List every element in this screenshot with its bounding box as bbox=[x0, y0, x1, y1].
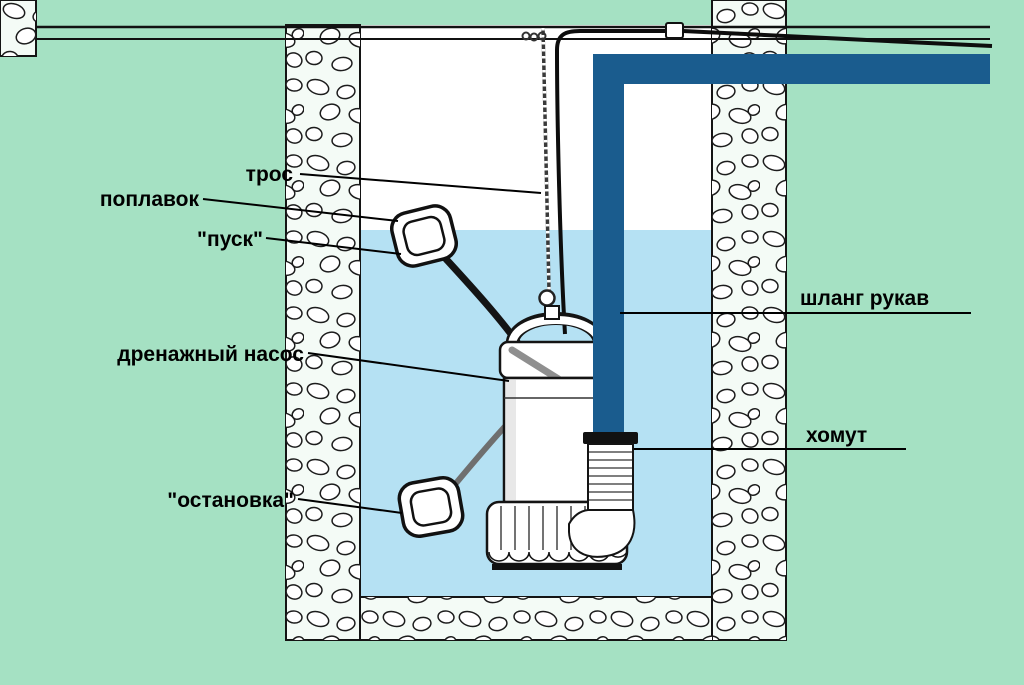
leader-tros bbox=[299, 173, 542, 194]
power-cable bbox=[554, 29, 667, 335]
label-clamp: хомут bbox=[806, 424, 867, 447]
rope bbox=[521, 27, 556, 319]
outlet-fitting-ribs bbox=[589, 451, 632, 501]
stone-walls bbox=[0, 0, 787, 641]
rope-ring bbox=[538, 289, 556, 307]
outlet-fitting bbox=[587, 443, 634, 511]
label-hose: шланг рукав bbox=[800, 287, 929, 310]
label-tros: трос bbox=[246, 163, 294, 186]
leader-pusk bbox=[265, 237, 402, 255]
label-poplavok: поплавок bbox=[100, 188, 200, 211]
pipe-horizontal bbox=[593, 54, 990, 84]
cable-guide bbox=[508, 346, 564, 384]
rope-coil bbox=[521, 31, 547, 42]
leader-ostanovka bbox=[297, 498, 403, 514]
leader-pump bbox=[307, 352, 510, 382]
cable-to-edge bbox=[682, 29, 993, 48]
cable-connector bbox=[665, 22, 684, 39]
outlet-elbow bbox=[568, 509, 636, 558]
label-pusk: "пуск" bbox=[197, 228, 263, 251]
leader-poplavok bbox=[202, 198, 399, 222]
pit-bottom-texture bbox=[360, 597, 712, 640]
float-start bbox=[390, 204, 458, 268]
pipe-vertical bbox=[593, 54, 624, 440]
pump-body-shade bbox=[506, 380, 516, 500]
hose-clamp bbox=[583, 432, 638, 444]
pump-skirt-scallops bbox=[488, 551, 628, 562]
corner-stones-texture bbox=[0, 0, 36, 56]
wall-left-texture bbox=[286, 25, 360, 640]
wall-right-texture bbox=[712, 0, 786, 640]
label-pump: дренажный насос bbox=[117, 343, 304, 366]
label-ostanovka: "остановка" bbox=[167, 489, 294, 512]
pump-base bbox=[492, 564, 622, 570]
float-stop bbox=[397, 475, 465, 539]
rope-attachment bbox=[544, 305, 560, 320]
